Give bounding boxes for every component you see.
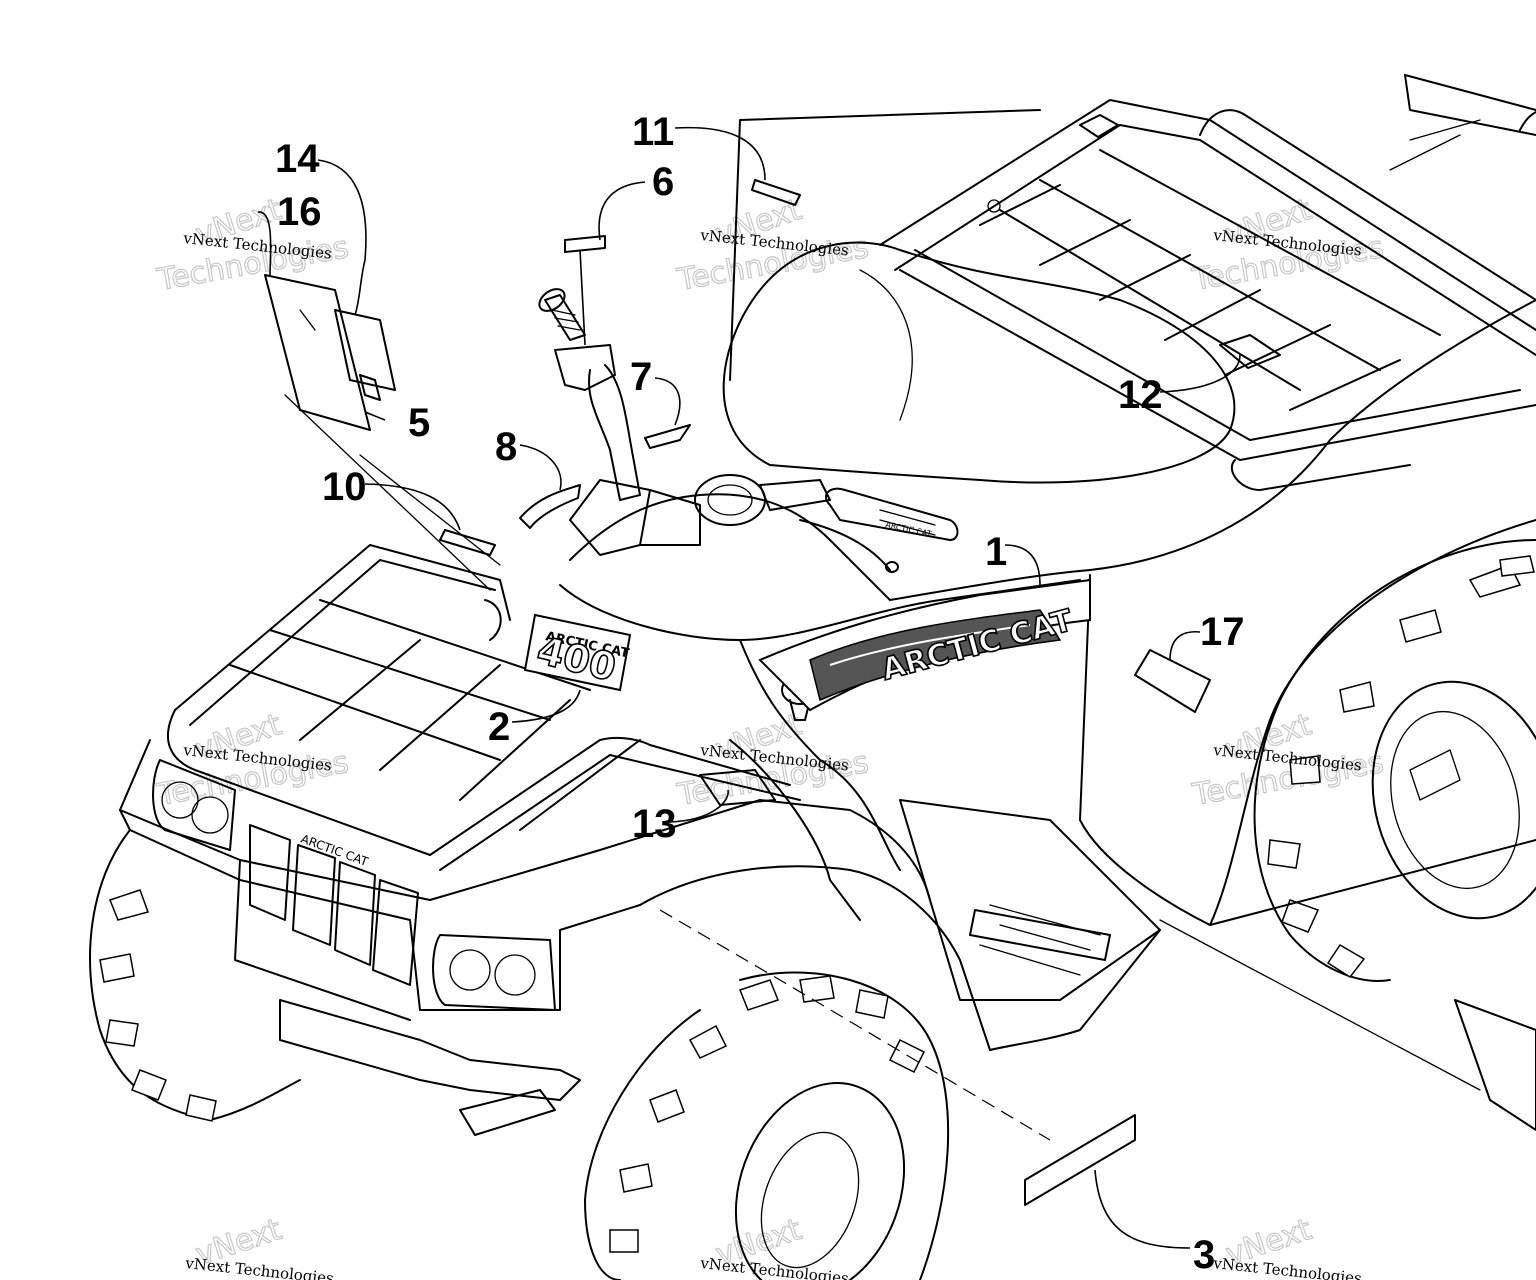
model-badge: ARCTIC CAT 400 [523,613,632,692]
callout-17: 17 [1200,610,1245,654]
callout-12: 12 [1118,373,1163,417]
callout-10: 10 [322,465,367,509]
callout-6: 6 [652,160,674,204]
callout-numbers: 1 2 3 5 6 7 8 10 11 12 13 14 16 17 [275,110,1245,1277]
callout-16: 16 [277,190,322,234]
front-rack [166,544,801,871]
assembly-lines [284,119,1481,1141]
callout-13: 13 [632,802,677,846]
front-fascia [119,739,1161,1136]
center-body [559,474,1161,1001]
loose-decals [264,74,1536,1206]
front-right-tire [584,971,950,1280]
callout-leaders [257,126,1241,1249]
side-decal: ARCTIC CAT [758,578,1091,712]
callout-5: 5 [408,401,430,445]
rear-rack [879,99,1536,491]
front-left-tire [89,829,301,1122]
callout-2: 2 [488,705,510,749]
callout-1: 1 [985,530,1007,574]
rear-right-tire [1253,539,1536,982]
rear-fender [1079,299,1536,926]
watermark-label: vNext Technologies [184,1254,335,1280]
callout-7: 7 [630,355,652,399]
callout-11: 11 [632,110,674,154]
watermark-label: vNext Technologies [1212,1254,1363,1280]
watermark-layer: vNext Technologies vNext Technologies vN… [154,192,1387,1274]
seat [722,109,1236,484]
callout-14: 14 [275,137,320,181]
callout-3: 3 [1193,1233,1215,1277]
callout-8: 8 [495,425,517,469]
